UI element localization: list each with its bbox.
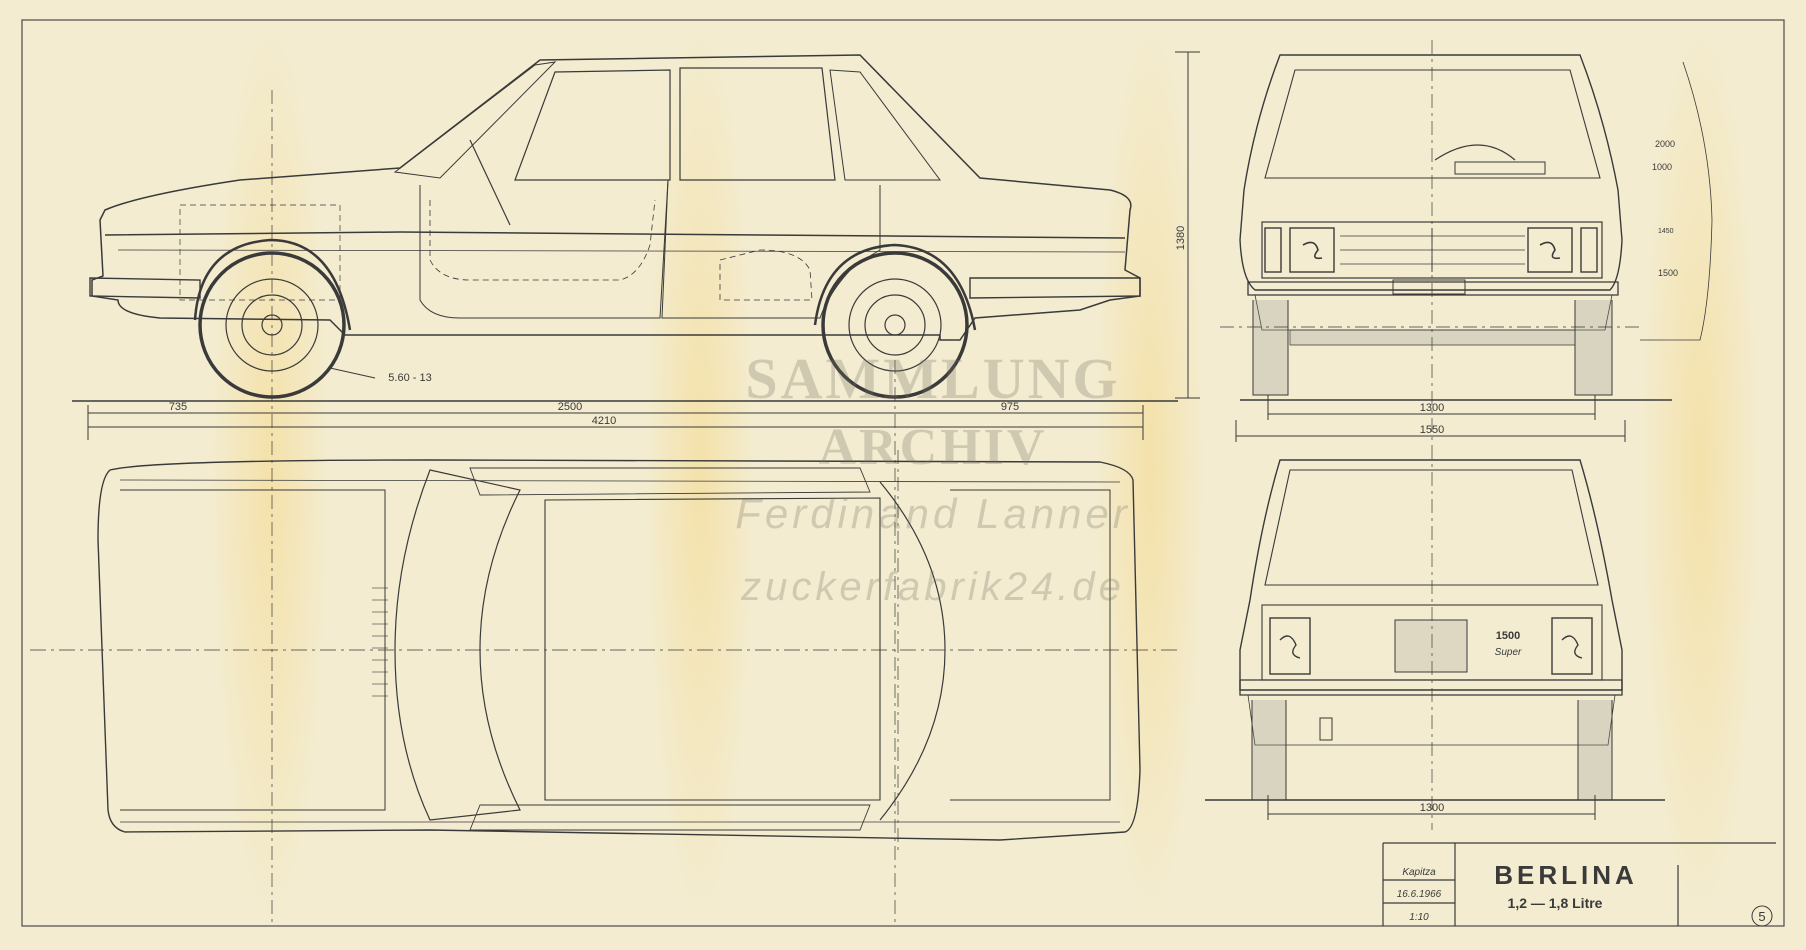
dim-front-overhang: 735 bbox=[169, 401, 187, 413]
sheet-border bbox=[21, 19, 1785, 927]
dim-overall-length: 4210 bbox=[592, 415, 616, 427]
side-view bbox=[89, 54, 1141, 399]
rear-window bbox=[1264, 469, 1599, 586]
rear-left-taillight bbox=[1269, 617, 1311, 675]
top-roof bbox=[544, 497, 881, 801]
title-main: BERLINA bbox=[1494, 860, 1638, 890]
title-designer: Kapitza bbox=[1402, 867, 1436, 878]
dim-height: 1380 bbox=[1175, 226, 1187, 250]
side-rear-arch bbox=[813, 243, 977, 331]
side-beltline bbox=[104, 231, 1126, 239]
front-side-sketch bbox=[1640, 61, 1713, 341]
top-body-outline bbox=[97, 459, 1141, 841]
dim-rear-track: 1300 bbox=[1420, 802, 1444, 814]
title-subtitle: 1,2 — 1,8 Litre bbox=[1508, 895, 1603, 911]
top-windshield bbox=[394, 469, 521, 821]
side-rear-quarter bbox=[829, 69, 941, 181]
front-note-3: 1450 bbox=[1658, 228, 1674, 235]
dim-rear-overhang: 975 bbox=[1001, 401, 1019, 413]
side-body-outline bbox=[91, 54, 1141, 341]
title-block bbox=[1382, 842, 1776, 926]
rear-badge-trim: Super bbox=[1495, 647, 1522, 658]
title-scale: 1:10 bbox=[1409, 912, 1429, 923]
front-dimension-labels: 1300 1550 2000 1000 1450 1500 bbox=[1420, 139, 1678, 436]
front-note-2: 1000 bbox=[1652, 162, 1672, 172]
side-front-window bbox=[514, 69, 671, 181]
front-body-outline bbox=[1239, 54, 1623, 291]
front-view bbox=[1239, 54, 1713, 396]
rear-right-taillight bbox=[1551, 617, 1593, 675]
side-front-arch bbox=[193, 238, 352, 331]
title-block-text: Kapitza 16.6.1966 1:10 BERLINA 1,2 — 1,8… bbox=[1397, 860, 1773, 927]
top-vent-grille bbox=[372, 587, 388, 697]
sheet-number-circle bbox=[1751, 905, 1773, 927]
front-windshield bbox=[1264, 69, 1601, 179]
rear-badge-model: 1500 bbox=[1496, 630, 1520, 642]
front-right-headlight bbox=[1527, 227, 1598, 273]
rear-bumper bbox=[1239, 679, 1623, 696]
side-dimension-lines bbox=[72, 51, 1200, 925]
side-rear-window bbox=[679, 67, 836, 181]
paper-stains bbox=[210, 10, 1760, 930]
side-rear-bumper bbox=[969, 277, 1141, 299]
dim-wheelbase: 2500 bbox=[558, 401, 582, 413]
dim-overall-width: 1550 bbox=[1420, 424, 1444, 436]
front-note-4: 1500 bbox=[1658, 268, 1678, 278]
rear-dimension-lines bbox=[1205, 445, 1665, 830]
front-right-tire bbox=[1574, 300, 1613, 396]
dim-tire-size: 5.60 - 13 bbox=[388, 372, 431, 384]
front-dimension-lines bbox=[1220, 40, 1672, 442]
title-date: 16.6.1966 bbox=[1397, 889, 1442, 900]
top-trunk-panel bbox=[950, 489, 1111, 801]
side-front-bumper bbox=[89, 277, 201, 299]
rear-license-plate bbox=[1394, 619, 1468, 673]
side-windshield bbox=[393, 61, 557, 179]
top-centerline bbox=[30, 450, 1178, 850]
rear-labels: 1300 1500 Super bbox=[1420, 630, 1522, 814]
front-bumper bbox=[1247, 281, 1619, 296]
front-left-headlight bbox=[1264, 227, 1335, 273]
front-left-tire bbox=[1252, 300, 1289, 396]
front-note-1: 2000 bbox=[1655, 139, 1675, 149]
side-dimension-labels: 735 2500 975 4210 5.60 - 13 1380 bbox=[169, 226, 1187, 427]
dim-front-track: 1300 bbox=[1420, 402, 1444, 414]
rear-view bbox=[1239, 459, 1623, 801]
side-front-door bbox=[419, 179, 669, 319]
title-sheet-number: 5 bbox=[1758, 909, 1765, 924]
